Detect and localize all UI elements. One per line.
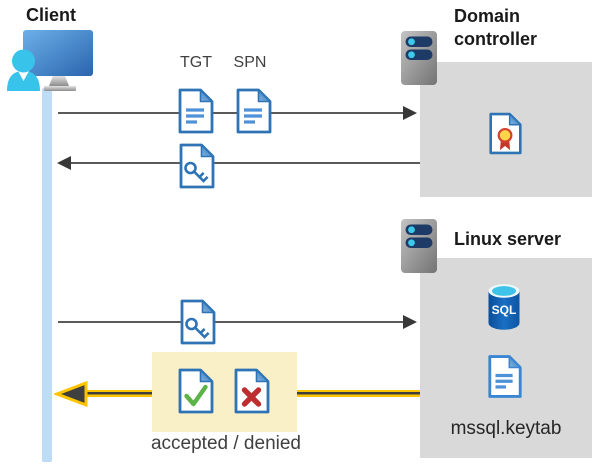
arrowhead-right-icon <box>403 106 417 120</box>
tgt-document-icon <box>178 88 214 134</box>
result-label: accepted / denied <box>150 433 301 454</box>
highlight-box <box>152 352 297 432</box>
arrow-line-service-request <box>58 321 405 323</box>
linux-server-icon <box>401 219 437 273</box>
arrow-line-tgt-request <box>58 112 405 114</box>
client-computer-user-icon <box>7 30 93 91</box>
keytab-label: mssql.keytab <box>450 418 562 439</box>
arrow-line-ticket-response <box>71 162 420 164</box>
arrowhead-left-icon <box>57 156 71 170</box>
client-label: Client <box>26 5 77 25</box>
keytab-document-icon <box>488 355 522 398</box>
linux-server-label: Linux server <box>454 229 562 249</box>
client-timeline-bar <box>42 88 52 462</box>
sql-database-icon: SQL <box>488 284 520 330</box>
domain-controller-label: Domain controller <box>454 6 538 49</box>
denied-document-icon <box>234 368 270 414</box>
spn-label: SPN <box>233 54 267 71</box>
sql-badge-text: SQL <box>492 303 517 317</box>
spn-document-icon <box>236 88 272 134</box>
accepted-document-icon <box>178 368 214 414</box>
domain-controller-server-icon <box>401 31 437 85</box>
arrowhead-left-yellow-icon <box>54 380 88 408</box>
tgt-label: TGT <box>180 54 212 71</box>
certificate-document-icon <box>489 112 522 155</box>
key-document-icon <box>179 143 215 189</box>
arrowhead-right-icon <box>403 315 417 329</box>
key-document-icon <box>180 299 216 345</box>
